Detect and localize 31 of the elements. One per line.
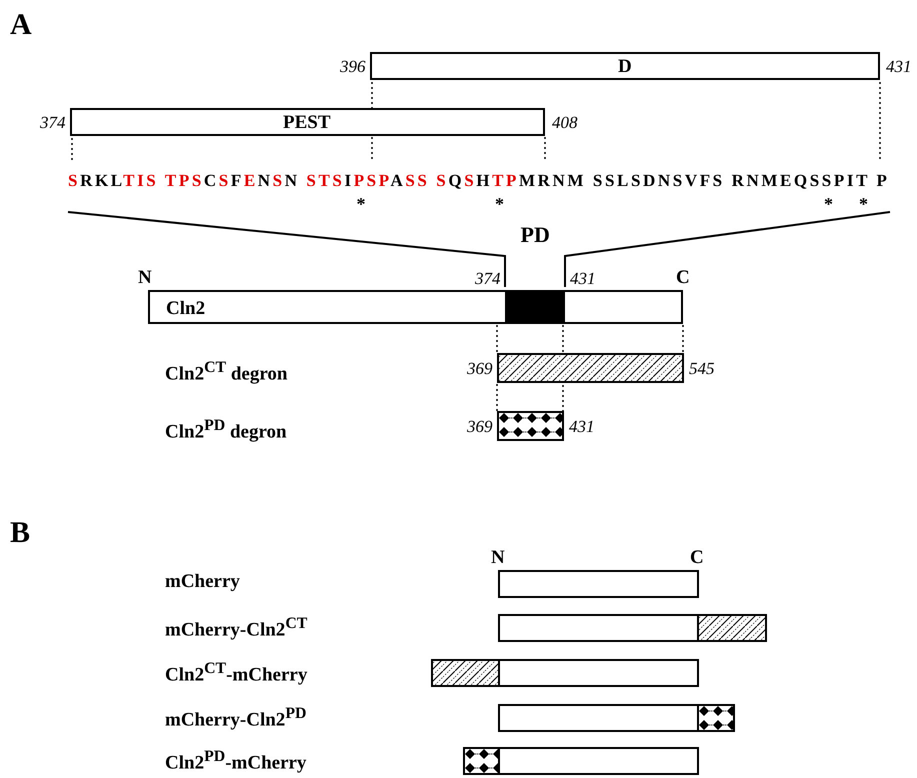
phospho-site-mark: * <box>495 195 504 213</box>
panel-letter: A <box>10 10 32 40</box>
terminus-label: C <box>690 548 704 567</box>
residue-number: 374 <box>40 114 66 131</box>
construct-label: Cln2$^{CT}$ degron <box>165 360 288 384</box>
domain-label: D <box>618 57 632 76</box>
residue-number: 431 <box>570 270 596 287</box>
residue-number: 369 <box>467 360 492 377</box>
construct-label: Cln2$^{PD}$ degron <box>165 418 287 442</box>
construct-label: mCherry <box>165 572 240 591</box>
construct-label: Cln2$^{CT}$-mCherry <box>165 661 308 684</box>
residue-number: 396 <box>340 58 366 75</box>
phospho-site-mark: * <box>859 195 868 213</box>
residue-number: 431 <box>886 58 912 75</box>
phospho-site-mark: * <box>356 195 366 213</box>
panel-letter: B <box>10 518 30 548</box>
phospho-site-mark: * <box>824 195 833 213</box>
domain-label: PD <box>520 224 550 246</box>
construct-label: Cln2$^{PD}$-mCherry <box>165 749 306 772</box>
terminus-label: N <box>491 548 505 567</box>
residue-number: 431 <box>569 418 594 435</box>
protein-label: Cln2 <box>166 299 206 318</box>
construct-label: mCherry-Cln2$^{PD}$ <box>165 706 306 730</box>
residue-number: 374 <box>475 270 500 287</box>
domain-label: PEST <box>283 113 331 132</box>
residue-number: 545 <box>689 360 714 377</box>
construct-label: mCherry-Cln2$^{CT}$ <box>165 616 308 640</box>
terminus-label: N <box>138 268 152 287</box>
terminus-label: C <box>676 268 690 287</box>
residue-number: 369 <box>467 418 492 435</box>
residue-number: 408 <box>552 114 578 131</box>
